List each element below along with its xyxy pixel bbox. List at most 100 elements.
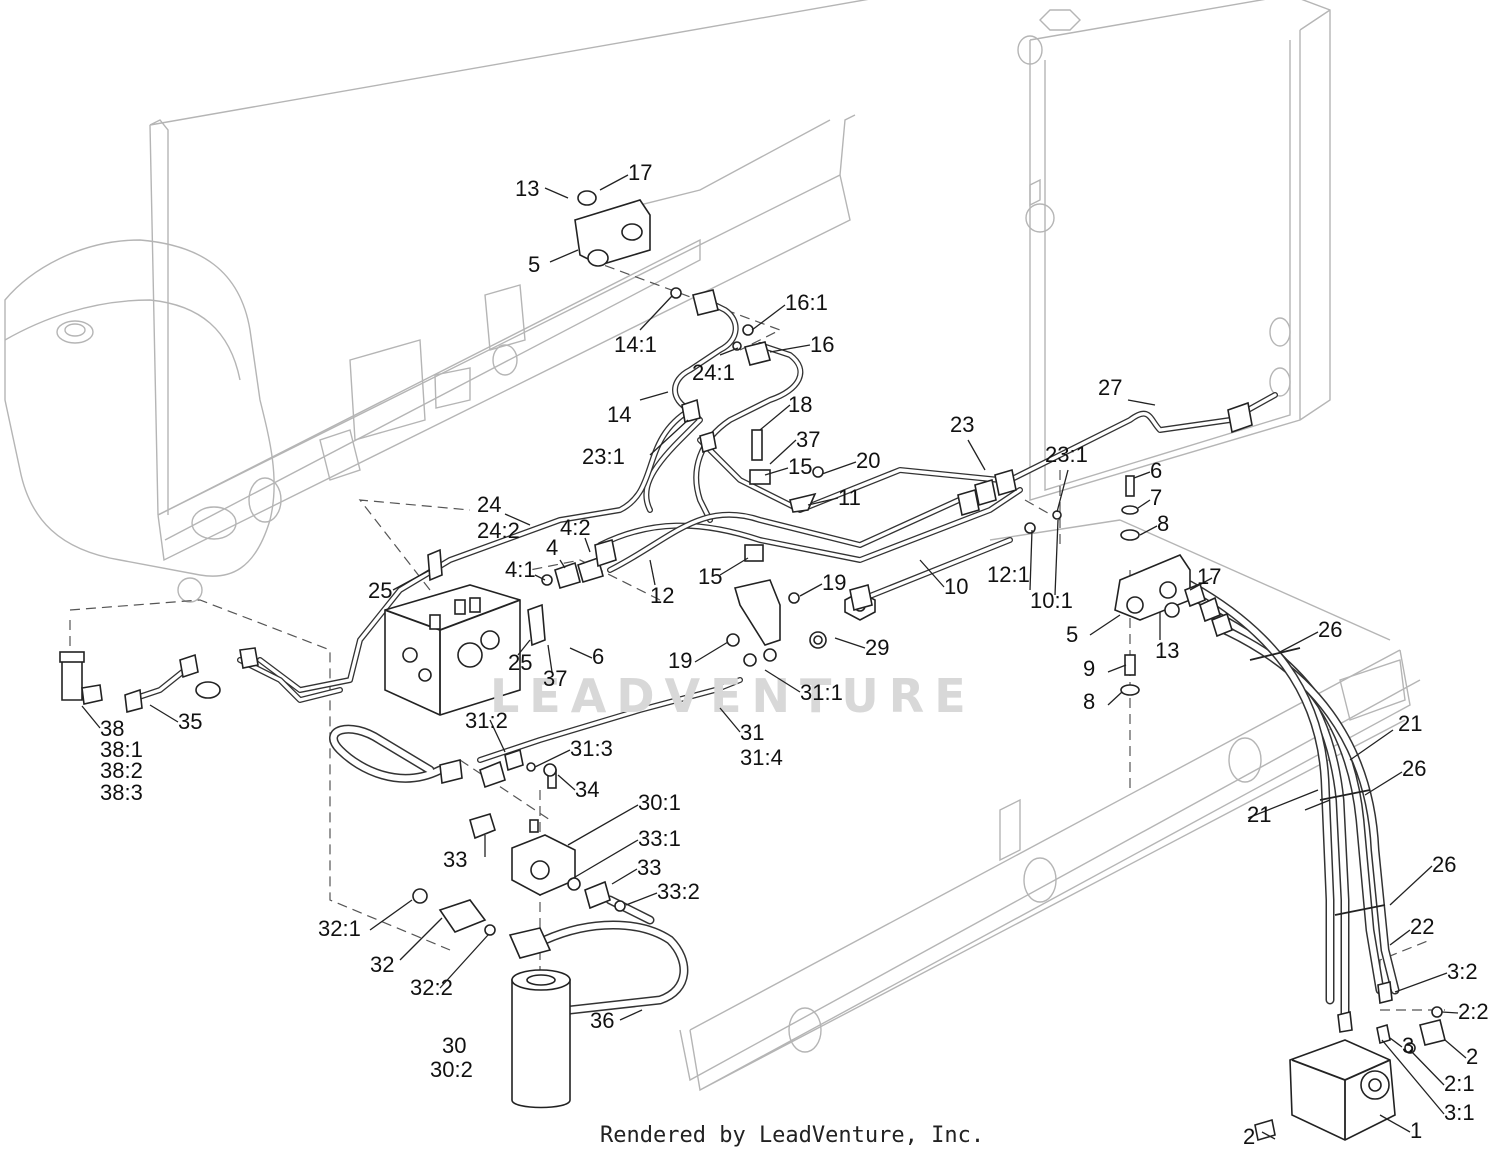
callout-label: 4 bbox=[546, 535, 558, 560]
leader-line bbox=[567, 804, 639, 846]
leader-line bbox=[1054, 519, 1059, 596]
leader-line bbox=[1381, 1039, 1445, 1115]
callout-label: 38:3 bbox=[100, 780, 143, 805]
callout-labels: 13 17 5 14:1 16:1 16 24:1 14 23:1 18 37 … bbox=[100, 160, 1489, 1149]
leader-line bbox=[769, 439, 797, 465]
callout-label: 9 bbox=[1083, 656, 1095, 681]
assembly-lines bbox=[69, 259, 1445, 1071]
callout-label: 26 bbox=[1432, 852, 1456, 877]
leader-line bbox=[1107, 691, 1123, 706]
callout-label: 3 bbox=[1402, 1033, 1414, 1058]
callout-label: 2 bbox=[1466, 1044, 1478, 1069]
leader-line bbox=[807, 497, 839, 506]
bracket-plate-15 bbox=[733, 579, 781, 646]
leader-line bbox=[547, 644, 553, 673]
leader-line bbox=[719, 557, 749, 576]
leader-line bbox=[1389, 865, 1433, 906]
leader-line bbox=[1089, 614, 1121, 636]
leader-line bbox=[1409, 1049, 1445, 1086]
callout-label: 8 bbox=[1083, 689, 1095, 714]
leader-line bbox=[719, 707, 741, 733]
callout-label: 29 bbox=[865, 635, 889, 660]
bracket-5-upper bbox=[574, 199, 651, 266]
callout-label: 38 bbox=[100, 716, 124, 741]
callout-label: 8 bbox=[1157, 511, 1169, 536]
callout-label: 23:1 bbox=[1045, 442, 1088, 467]
leader-line bbox=[719, 347, 739, 356]
callout-label: 32 bbox=[370, 952, 394, 977]
leader-line bbox=[1133, 471, 1151, 479]
leader-line bbox=[759, 404, 791, 431]
callout-label: 31:1 bbox=[800, 680, 843, 705]
leader-line bbox=[392, 569, 431, 591]
leader-line bbox=[81, 705, 101, 729]
callout-label: 33 bbox=[637, 855, 661, 880]
callout-label: 3:2 bbox=[1447, 959, 1478, 984]
background-frame bbox=[4, 0, 1421, 1092]
leader-line bbox=[649, 559, 656, 586]
frame-rail-upper bbox=[149, 0, 869, 562]
leader-line bbox=[149, 704, 179, 723]
callout-label: 18 bbox=[788, 392, 812, 417]
callout-label: 24:2 bbox=[477, 518, 520, 543]
footer-credit: Rendered by LeadVenture, Inc. bbox=[600, 1123, 984, 1148]
callout-label: 5 bbox=[1066, 622, 1078, 647]
callout-label: 34 bbox=[575, 777, 599, 802]
leader-line bbox=[799, 583, 823, 597]
leader-line bbox=[639, 295, 673, 331]
callout-label: 5 bbox=[528, 252, 540, 277]
callout-label: 33 bbox=[443, 847, 467, 872]
leader-line bbox=[584, 537, 591, 553]
leader-line bbox=[489, 719, 506, 753]
leader-line bbox=[569, 839, 639, 881]
leader-line bbox=[399, 917, 443, 961]
leader-line bbox=[1056, 469, 1069, 513]
callout-label: 13 bbox=[515, 176, 539, 201]
leader-line bbox=[769, 344, 811, 353]
leader-line bbox=[1394, 972, 1448, 993]
callout-label: 30 bbox=[442, 1033, 466, 1058]
callout-label: 2:1 bbox=[1444, 1071, 1475, 1096]
leader-line bbox=[559, 559, 566, 569]
leader-line bbox=[549, 249, 579, 263]
callout-label: 30:1 bbox=[638, 790, 681, 815]
callout-label: 32:2 bbox=[410, 975, 453, 1000]
leader-line bbox=[619, 1009, 643, 1021]
callout-label: 6 bbox=[1150, 458, 1162, 483]
callout-label: 31 bbox=[740, 720, 764, 745]
callout-label: 11 bbox=[838, 485, 861, 510]
callout-label: 32:1 bbox=[318, 916, 361, 941]
hydraulic-pump bbox=[1289, 1039, 1396, 1141]
frame-rail-lower bbox=[689, 649, 1411, 1092]
leader-line bbox=[625, 892, 658, 906]
callout-label: 26 bbox=[1318, 617, 1342, 642]
leader-line bbox=[534, 574, 546, 581]
leader-line bbox=[517, 639, 531, 656]
leader-line bbox=[821, 461, 857, 475]
leader-line bbox=[439, 934, 489, 989]
callout-label: 20 bbox=[856, 448, 880, 473]
callout-label: 24:1 bbox=[692, 360, 735, 385]
leader-line bbox=[557, 774, 576, 791]
callout-label: 12:1 bbox=[987, 562, 1030, 587]
callout-label: 4:2 bbox=[560, 515, 591, 540]
leader-line bbox=[1137, 499, 1151, 509]
leader-line bbox=[764, 467, 789, 476]
leader-line bbox=[1389, 929, 1411, 946]
callout-label: 3:1 bbox=[1444, 1100, 1475, 1125]
callout-label: 38:1 bbox=[100, 737, 143, 762]
callout-label: 35 bbox=[178, 709, 202, 734]
leader-line bbox=[1107, 664, 1127, 673]
leader-line bbox=[1441, 1011, 1459, 1014]
callout-label: 31:2 bbox=[465, 708, 508, 733]
callout-label: 21 bbox=[1398, 711, 1422, 736]
leader-line bbox=[1189, 577, 1213, 591]
callout-label: 4:1 bbox=[505, 557, 536, 582]
callout-label: 23 bbox=[950, 412, 974, 437]
hydraulic-lines bbox=[127, 297, 1400, 1025]
leader-line bbox=[1349, 729, 1394, 761]
leader-line bbox=[694, 641, 729, 663]
leader-line bbox=[534, 749, 571, 768]
